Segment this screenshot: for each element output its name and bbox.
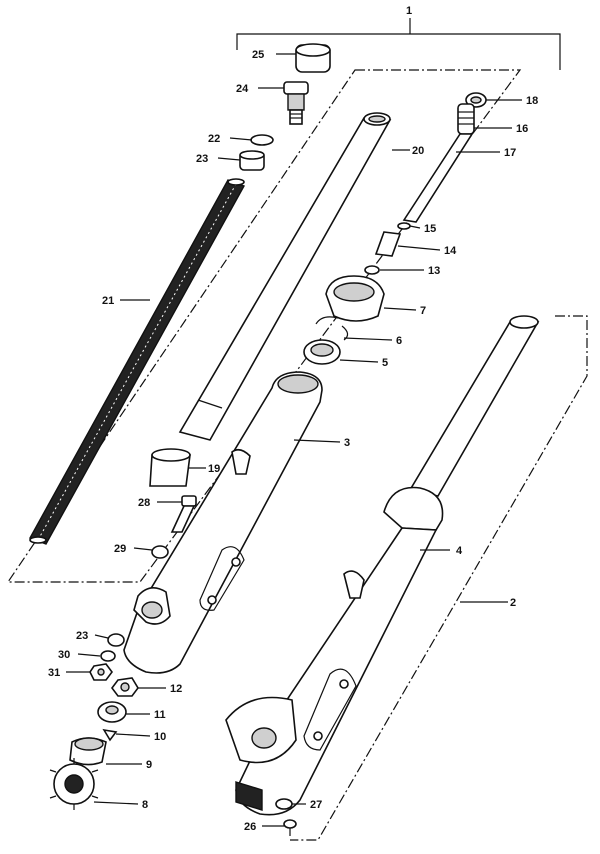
callout-15: 15: [424, 223, 436, 235]
collar-part: [69, 737, 107, 766]
callout-6: 6: [396, 335, 402, 347]
inner-assembly-panel: [6, 69, 522, 583]
callout-24: 24: [236, 83, 249, 95]
bushing-part: [149, 448, 191, 487]
callout-2: 2: [510, 597, 516, 609]
nut-part: [111, 677, 139, 697]
piston-ring-part: [364, 265, 380, 275]
callout-18: 18: [526, 95, 538, 107]
oil-seal-part: [303, 339, 341, 365]
callout-12: 12: [170, 683, 182, 695]
callout-1: 1: [406, 5, 412, 17]
callout-13: 13: [428, 265, 440, 277]
callout-22: 22: [208, 133, 220, 145]
callout-labels: 1 25 24 22 23 20 21 18 16 17 15 14 13 7 …: [48, 5, 538, 833]
callout-8: 8: [142, 799, 148, 811]
callout-5: 5: [382, 357, 388, 369]
spacer-part: [239, 150, 265, 171]
leader-lines: [66, 53, 522, 827]
callout-3: 3: [344, 437, 350, 449]
callout-28: 28: [138, 497, 150, 509]
callout-26: 26: [244, 821, 256, 833]
callout-10: 10: [154, 731, 166, 743]
inner-tube-part: [178, 112, 392, 441]
clip-part: [102, 728, 118, 742]
right-fork-assembly-part: [225, 315, 540, 816]
callout-27: 27: [310, 799, 322, 811]
fork-spring-part: [28, 178, 246, 545]
washer-part: [151, 545, 169, 559]
bottom-screw-part: [283, 819, 297, 836]
callout-16: 16: [516, 123, 528, 135]
bottom-washer-part: [275, 798, 293, 810]
callout-14: 14: [444, 245, 457, 257]
assembly-bracket: [236, 18, 561, 70]
cap-bolt-part: [283, 81, 309, 125]
rod-ring-part: [397, 222, 411, 230]
lower-washer-part: [107, 633, 125, 647]
callout-11: 11: [154, 709, 166, 721]
callout-25: 25: [252, 49, 264, 61]
callout-20: 20: [412, 145, 424, 157]
callout-30: 30: [58, 649, 70, 661]
callout-29: 29: [114, 543, 126, 555]
outer-assembly-panel: [290, 315, 588, 841]
damper-rod-part: [402, 103, 475, 223]
callout-23-upper: 23: [196, 153, 208, 165]
o-ring-part: [250, 134, 274, 146]
axle-spacer-part: [97, 701, 127, 723]
circlip-part: [315, 316, 349, 341]
callout-21: 21: [102, 295, 114, 307]
gear-part: [49, 758, 99, 810]
callout-7: 7: [420, 305, 426, 317]
drain-bolt-part: [170, 495, 197, 533]
axle-washer-part: [100, 650, 116, 662]
callout-19: 19: [208, 463, 220, 475]
dust-seal-part: [325, 275, 385, 322]
axle-nut-part: [89, 663, 113, 681]
callout-31: 31: [48, 667, 60, 679]
callout-17: 17: [504, 147, 516, 159]
callout-9: 9: [146, 759, 152, 771]
cap-part: [295, 43, 331, 73]
piston-part: [374, 231, 402, 257]
outer-tube-left-part: [123, 371, 323, 674]
callout-23-lower: 23: [76, 630, 88, 642]
callout-4: 4: [456, 545, 463, 557]
